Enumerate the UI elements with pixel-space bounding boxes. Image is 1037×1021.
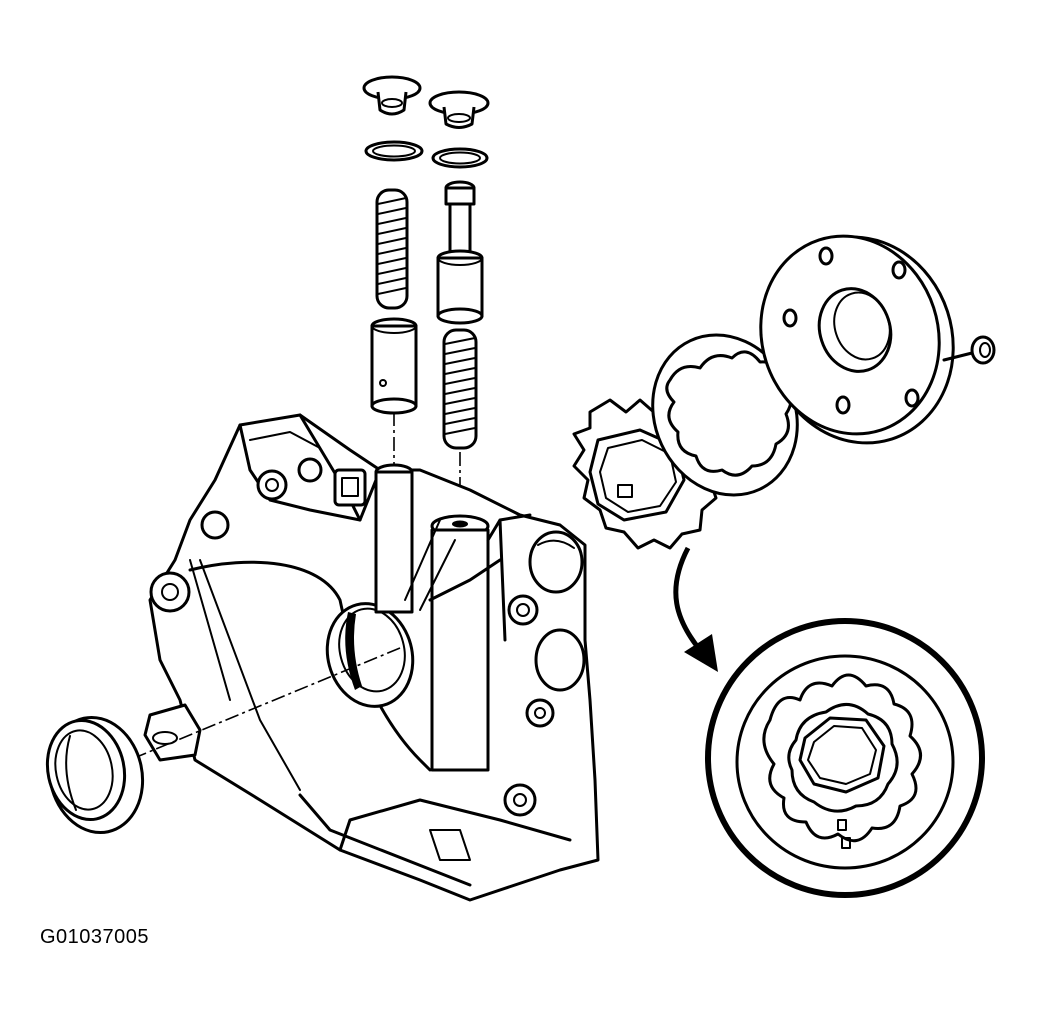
right-valve-piston bbox=[436, 180, 484, 325]
detail-view-assembled-rotors bbox=[705, 618, 985, 898]
left-valve-stack bbox=[362, 75, 424, 470]
left-valve-piston bbox=[370, 317, 418, 415]
oil-pump-housing bbox=[143, 413, 600, 902]
cover-screw bbox=[942, 335, 996, 365]
right-sealing-ring bbox=[431, 147, 489, 169]
right-valve-stack bbox=[428, 90, 490, 518]
detail-arrow bbox=[673, 546, 718, 672]
pump-cover bbox=[759, 234, 955, 445]
left-plug-cap bbox=[362, 75, 422, 116]
left-spring bbox=[375, 188, 409, 310]
left-sealing-ring bbox=[364, 140, 424, 162]
crankshaft-seal bbox=[45, 715, 145, 835]
figure-id-label: G01037005 bbox=[40, 926, 150, 948]
outer-rotor bbox=[651, 333, 799, 497]
right-plug-cap bbox=[428, 90, 490, 129]
right-spring bbox=[442, 328, 478, 450]
